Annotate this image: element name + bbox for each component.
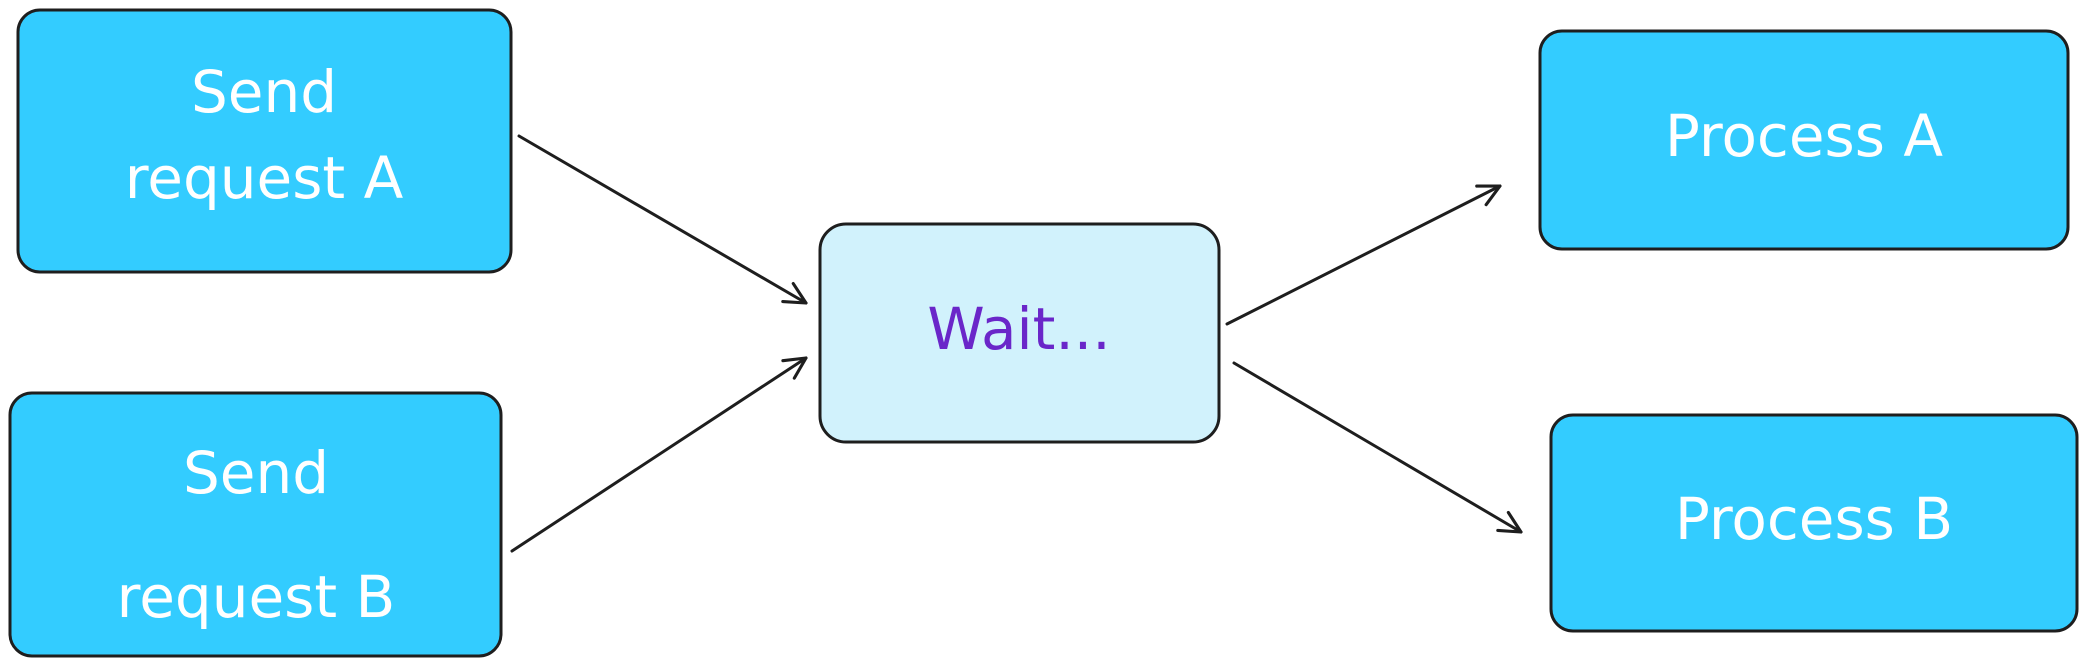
wait-label: Wait... (927, 295, 1110, 363)
wait-node: Wait... (818, 222, 1221, 444)
send-request-b-node: Send request B (8, 391, 503, 658)
arrow-wait-to-process-b (1232, 361, 1523, 534)
process-b-node: Process B (1549, 413, 2079, 633)
send-request-b-line1: Send (183, 439, 329, 507)
send-request-b-line2: request B (117, 563, 396, 631)
send-request-a-line1: Send (191, 58, 337, 126)
arrow-wait-to-process-a (1225, 184, 1502, 326)
arrow-send-b-to-wait (510, 356, 808, 553)
arrow-send-a-to-wait (517, 134, 808, 305)
send-request-a-line2: request A (125, 144, 404, 212)
send-request-a-node: Send request A (16, 8, 513, 274)
process-a-node: Process A (1538, 29, 2070, 251)
process-b-label: Process B (1675, 485, 1953, 553)
process-a-label: Process A (1665, 102, 1943, 170)
